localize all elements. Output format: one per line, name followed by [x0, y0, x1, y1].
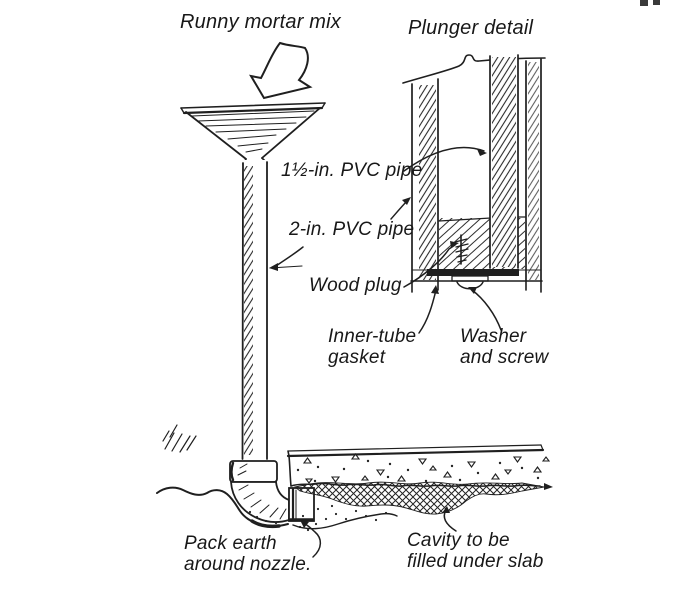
label-washer-and-screw: Washer and screw	[460, 326, 549, 368]
funnel	[180, 102, 326, 165]
label-runny-mortar-mix: Runny mortar mix	[180, 11, 342, 33]
ground-surface	[156, 424, 289, 529]
arrow-washer-screw	[468, 287, 502, 331]
cavity-under-slab	[248, 481, 553, 532]
concrete-slab	[286, 444, 551, 487]
label-pvc-pipe-1-5: 1½-in. PVC pipe	[281, 160, 423, 181]
screw-drawing	[454, 234, 469, 265]
slab-line-arrowhead	[544, 483, 553, 490]
scan-artifact-marks	[640, 0, 660, 6]
plunger-detail-drawing	[402, 54, 546, 293]
break-line	[402, 54, 546, 84]
funnel-shading	[191, 110, 315, 153]
arrow-pvc15-to-inner-pipe	[403, 146, 487, 172]
arrow-pvc2-to-main-pipe	[269, 246, 304, 271]
arrow-cavity	[442, 506, 457, 532]
label-pack-earth: Pack earth around nozzle.	[184, 533, 312, 575]
arrow-pvc2-to-plunger-wall	[390, 197, 411, 220]
outer-pipe-walls	[411, 58, 542, 282]
gasket-bar	[427, 269, 519, 276]
inner-pipe-shaft	[489, 54, 519, 269]
mortar-pour-arrow	[248, 41, 313, 100]
grass-hatch	[162, 424, 197, 453]
label-pvc-pipe-2: 2-in. PVC pipe	[289, 219, 415, 240]
label-plunger-detail: Plunger detail	[408, 17, 534, 39]
arrow-wood-plug	[403, 241, 459, 288]
aggregate-marks	[296, 453, 551, 484]
arrow-inner-tube-gasket	[418, 285, 439, 334]
pipe-coupling	[229, 460, 278, 483]
label-wood-plug: Wood plug	[309, 275, 402, 296]
label-inner-tube-gasket: Inner-tube gasket	[328, 326, 417, 368]
main-pipe	[241, 160, 268, 460]
leader-arrows	[269, 146, 502, 558]
washer-screw-drawing	[451, 275, 489, 290]
elbow-shading	[238, 484, 287, 520]
label-cavity: Cavity to be filled under slab	[407, 530, 544, 572]
pipe-elbow	[230, 481, 290, 523]
arrow-pack-earth	[300, 520, 322, 558]
